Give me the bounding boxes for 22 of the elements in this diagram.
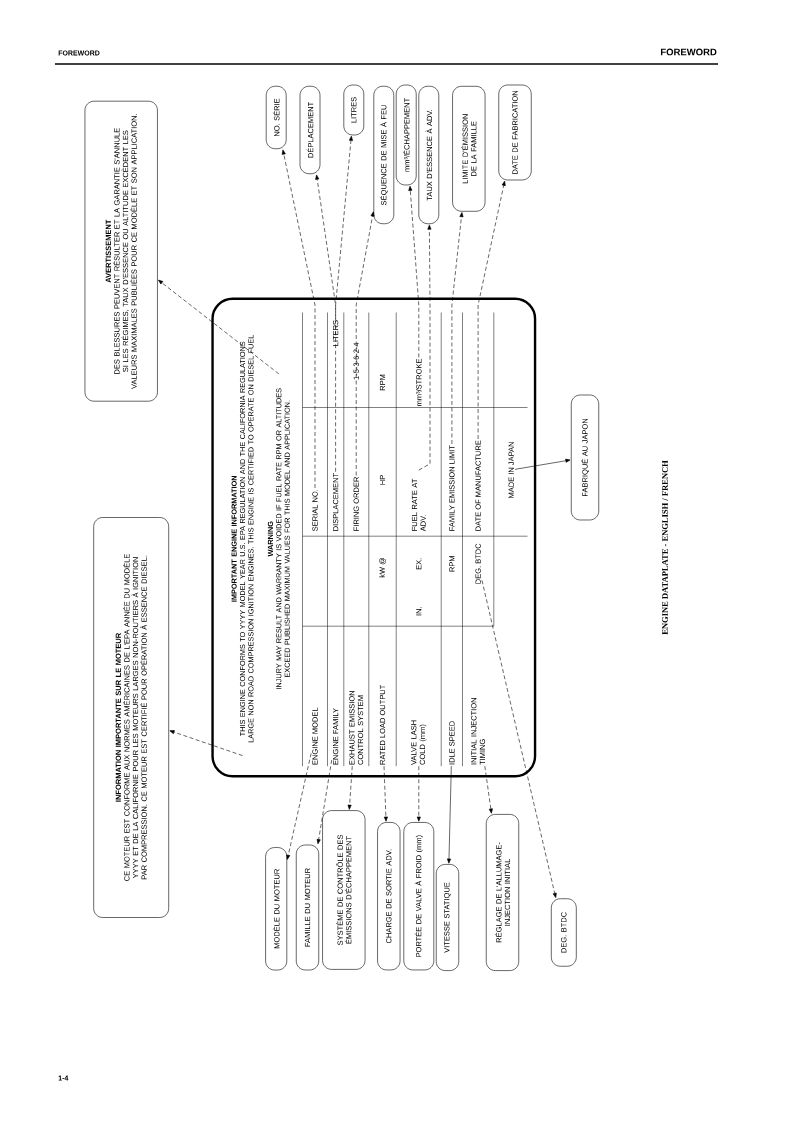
leader-line [383,765,388,822]
leader-line [281,149,316,489]
leader-line [169,730,243,756]
leader-line [158,279,280,375]
leader-line [418,224,432,471]
leader-line [451,212,464,445]
leader-line [335,135,353,320]
leader-line [447,765,452,864]
dataplate [211,297,537,778]
leader-line [481,580,557,898]
leader-line [286,753,312,860]
leader-line [315,174,336,473]
leader-line [347,765,353,810]
leader-line [477,180,506,440]
figure-caption: ENGINE DATAPLATE - ENGLISH / FRENCH [662,460,668,635]
leader-line [416,765,421,822]
leader-line [355,211,375,476]
leader-line [408,185,420,358]
leader-line [514,458,571,470]
leader-line [316,759,333,845]
leader-line [484,765,493,814]
header-title: FOREWORD [661,48,717,56]
